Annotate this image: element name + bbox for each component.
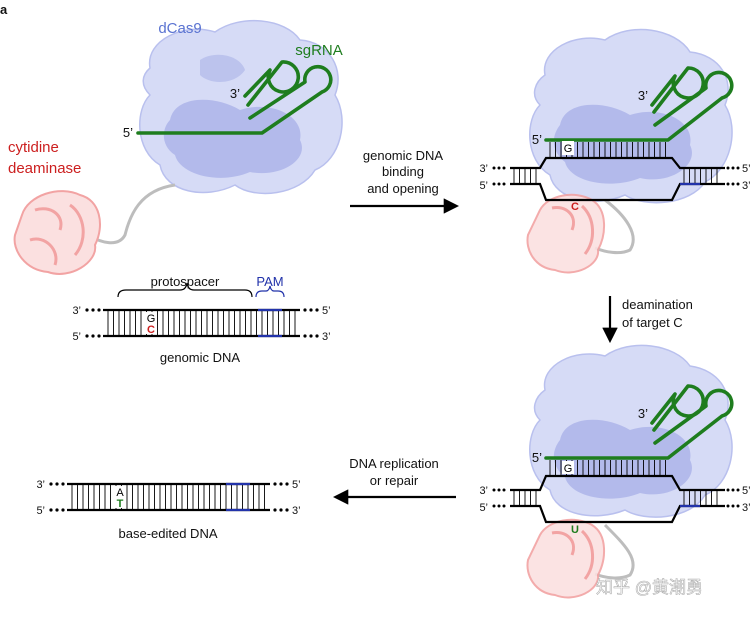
edited-top-3prime: 3’: [36, 479, 45, 491]
open-dna-1-bottom-3prime: 3’: [742, 180, 751, 192]
edited-bottom-3prime: 3’: [292, 505, 301, 517]
protospacer-brace: [117, 282, 253, 298]
sgrna-1: [136, 60, 333, 135]
base-pair-rungs: [683, 490, 718, 506]
top-strand-3prime: 3’: [72, 305, 81, 317]
open-dna-1-top-5prime: 5’: [742, 163, 751, 175]
genomic-dna-label: genomic DNA: [160, 350, 241, 365]
base-c: C: [147, 324, 155, 336]
edited-bottom-5prime: 5’: [36, 505, 45, 517]
base-pair-rungs: [71, 484, 265, 510]
open-dna-1-top-3prime: 3’: [479, 163, 488, 175]
cytidine-deaminase-label-line1: cytidine: [8, 139, 59, 156]
edited-top-5prime: 5’: [292, 479, 301, 491]
base-g: G: [147, 313, 156, 325]
binding-step-line1: genomic DNA: [363, 148, 444, 163]
sgrna-3: [544, 384, 734, 460]
open-dna-2-top-3prime: 3’: [479, 485, 488, 497]
linker-3: [594, 523, 635, 580]
open-dna-2: 3’ 5’ 5’ 3’ G U: [479, 460, 751, 536]
genomic-dna: protospacer PAM 3’ 5’ 5’ 3’ G C genomic …: [72, 274, 330, 365]
sgrna-label: sgRNA: [295, 42, 343, 59]
cytidine-deaminase-label-line2: deaminase: [8, 160, 81, 177]
cytidine-deaminase-protein-3: [526, 518, 605, 599]
binding-step-line2: binding: [382, 164, 424, 179]
protospacer-label: protospacer: [151, 274, 220, 289]
ellipsis-left-top: [85, 308, 101, 312]
ellipsis-left-bottom: [85, 334, 101, 338]
sgrna-3prime-label-3: 3’: [638, 406, 648, 421]
replication-step-line1: DNA replication: [349, 456, 439, 471]
bottom-strand-5prime: 5’: [72, 331, 81, 343]
base-pair-rungs: [107, 310, 296, 336]
base-pair-rungs: [683, 168, 718, 184]
linker-1: [89, 183, 176, 245]
ellipsis-right-bottom: [303, 334, 319, 338]
base-pair-rungs: [513, 168, 537, 184]
bottom-strand-3prime: 3’: [322, 331, 331, 343]
open-dna-2-bottom-3prime: 3’: [742, 502, 751, 514]
base-a: A: [116, 487, 124, 499]
base-edited-dna-label: base-edited DNA: [119, 526, 218, 541]
pam-brace: [255, 285, 285, 298]
dcas9-protein-2: [529, 28, 733, 204]
open-dna-1: 3’ 5’ 5’ 3’ G C: [479, 141, 751, 213]
ellipsis-right-top: [303, 308, 319, 312]
base-pair-rungs: [513, 490, 537, 506]
deamination-step-line2: of target C: [622, 315, 683, 330]
pam-label: PAM: [256, 274, 283, 289]
top-strand-5prime: 5’: [322, 305, 331, 317]
open-dna-2-bottom-5prime: 5’: [479, 502, 488, 514]
replication-step-line2: or repair: [370, 473, 419, 488]
base-g-3: G: [564, 463, 573, 475]
base-u: U: [571, 524, 579, 536]
open-dna-2-top-5prime: 5’: [742, 485, 751, 497]
base-edited-dna: 3’ 5’ 5’ 3’ A T base-edited DNA: [36, 479, 300, 541]
base-t: T: [117, 498, 124, 510]
panel-letter: a: [0, 2, 8, 17]
sgrna-2: [544, 66, 734, 142]
base-c-2: C: [571, 201, 579, 213]
sgrna-5prime-label-2: 5’: [532, 132, 542, 147]
sgrna-3prime-label-2: 3’: [638, 88, 648, 103]
watermark: 知乎 @黄潮勇: [596, 578, 703, 597]
sgrna-3prime-label: 3’: [230, 86, 240, 101]
sgrna-5prime-label: 5’: [123, 125, 133, 140]
base-g-2: G: [564, 143, 573, 155]
binding-step-line3: and opening: [367, 181, 439, 196]
cytidine-deaminase-protein-1: [13, 190, 101, 275]
dcas9-label: dCas9: [158, 20, 201, 37]
sgrna-5prime-label-3: 5’: [532, 450, 542, 465]
deamination-step-line1: deamination: [622, 297, 693, 312]
linker-2: [594, 198, 635, 255]
open-dna-1-bottom-5prime: 5’: [479, 180, 488, 192]
cytidine-deaminase-protein-2: [526, 193, 605, 274]
